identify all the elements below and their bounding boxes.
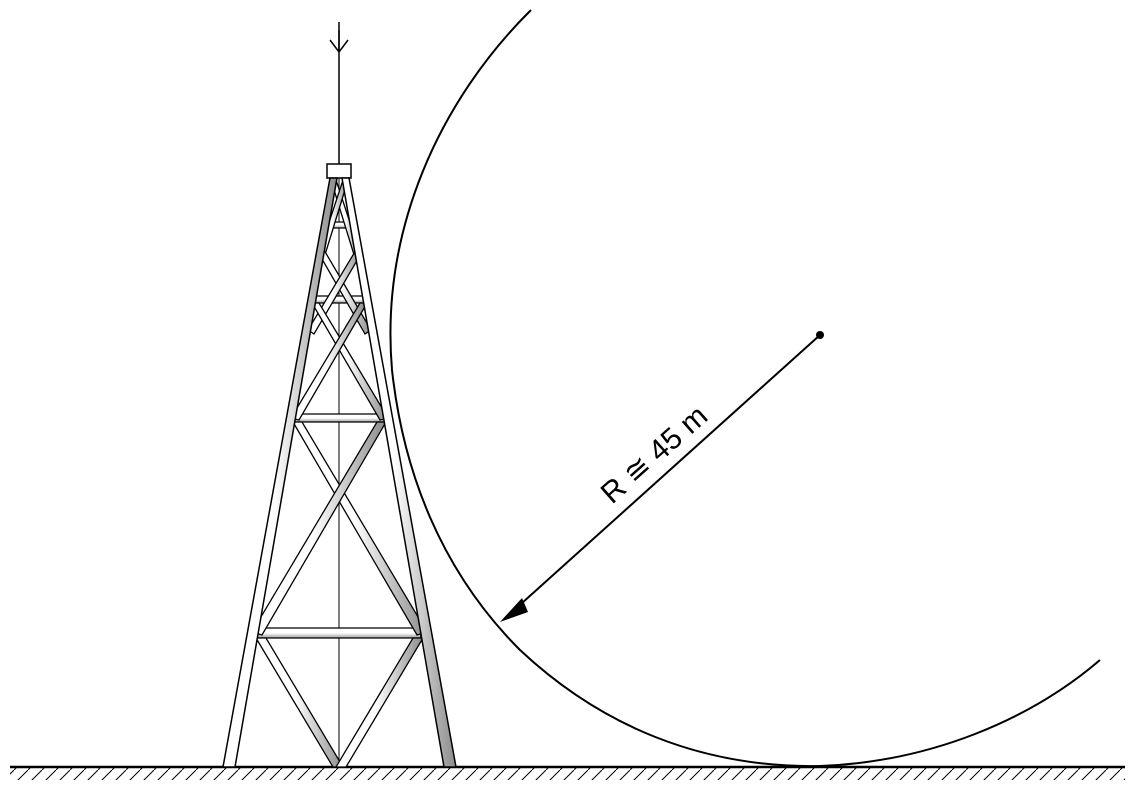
lattice-tower	[222, 177, 457, 768]
radius-label: R ≅ 45 m	[595, 399, 714, 510]
sphere-center-point	[816, 331, 824, 339]
tower-legs	[222, 177, 457, 768]
lightning-rod-mast	[326, 22, 352, 179]
radius-arrow	[500, 334, 821, 622]
ground-hatch	[10, 765, 1125, 780]
rolling-sphere-circle	[389, 9, 1101, 768]
